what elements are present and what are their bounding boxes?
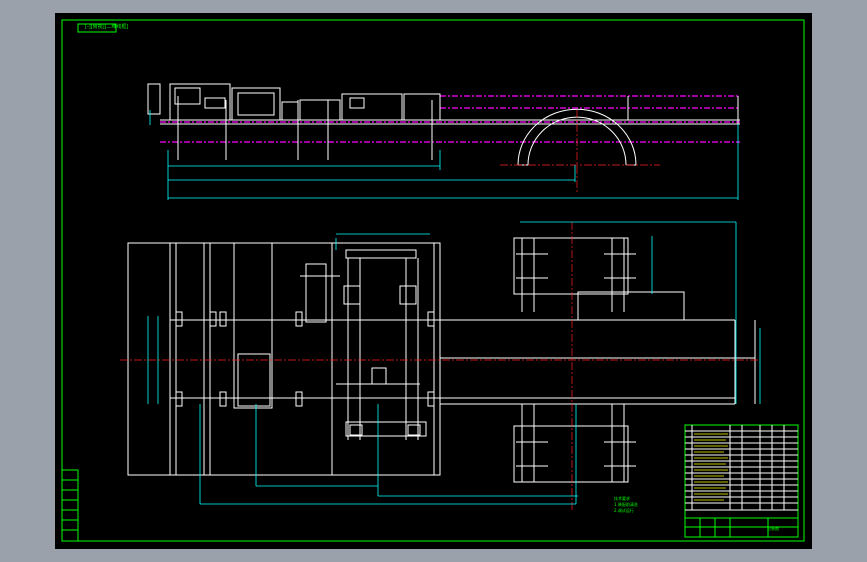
notes-line-1: 技术要求 bbox=[614, 496, 630, 501]
technical-notes: 技术要求 1.装配前清洗 2.调试运行 bbox=[614, 496, 638, 514]
view-tag[interactable]: [-][俯视][二维线框] bbox=[85, 24, 129, 30]
elevation-view[interactable] bbox=[147, 83, 740, 200]
sheet-label: 总装图 bbox=[767, 526, 779, 531]
plan-view[interactable] bbox=[120, 221, 761, 510]
left-revision-strip bbox=[61, 469, 79, 542]
drawing-border bbox=[61, 19, 805, 542]
view-tag-frame bbox=[77, 23, 117, 33]
notes-line-3: 2.调试运行 bbox=[614, 508, 634, 513]
notes-line-2: 1.装配前清洗 bbox=[614, 502, 638, 507]
title-block[interactable] bbox=[684, 424, 799, 538]
